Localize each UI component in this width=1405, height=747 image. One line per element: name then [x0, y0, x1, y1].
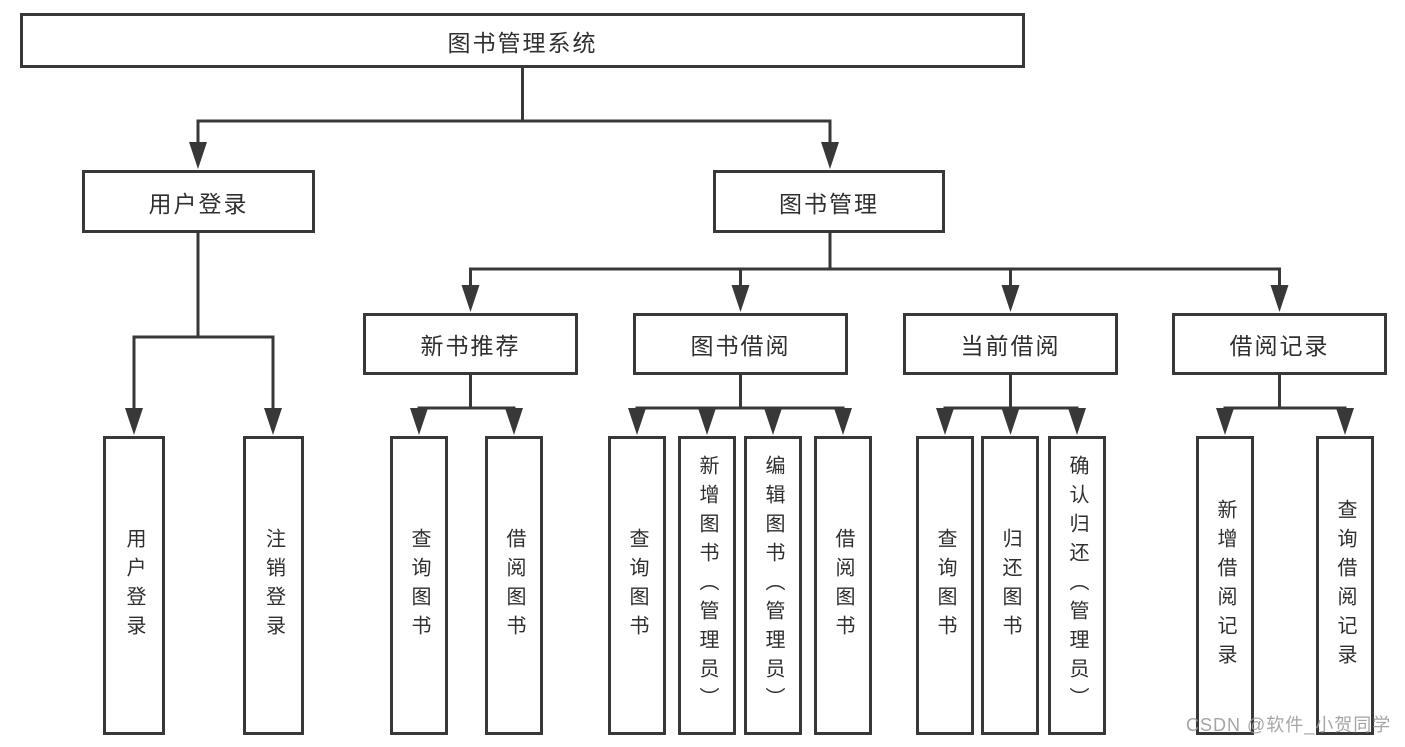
leaf-user-login: 用户登录	[103, 436, 165, 735]
leaf-query-borrow-record: 查询借阅记录	[1316, 436, 1374, 735]
leaf-query-books-recommend-label: 查询图书	[408, 527, 430, 644]
leaf-user-login-label: 用户登录	[123, 527, 145, 644]
leaf-query-borrow-record-label: 查询借阅记录	[1334, 498, 1356, 673]
leaf-query-books-borrow: 查询图书	[608, 436, 666, 735]
leaf-query-books-borrow-label: 查询图书	[626, 527, 648, 644]
book-borrow-label: 图书借阅	[690, 333, 791, 359]
user-login-node-label: 用户登录	[148, 190, 249, 217]
leaf-logout-login: 注销登录	[243, 436, 304, 735]
leaf-query-books-current: 查询图书	[916, 436, 974, 735]
current-borrow-node: 当前借阅	[903, 313, 1118, 375]
leaf-add-book-admin: 新增图书（管理员）	[678, 436, 736, 735]
root-node-label: 图书管理系统	[447, 29, 598, 56]
leaf-return-book-label: 归还图书	[999, 527, 1021, 644]
new-book-recommend-node: 新书推荐	[363, 313, 578, 375]
leaf-borrow-books-recommend: 借阅图书	[485, 436, 543, 735]
leaf-return-book: 归还图书	[981, 436, 1039, 735]
root-node: 图书管理系统	[20, 13, 1025, 68]
book-borrow-node: 图书借阅	[633, 313, 848, 375]
borrow-record-node: 借阅记录	[1172, 313, 1387, 375]
leaf-borrow-books-label: 借阅图书	[832, 527, 854, 644]
current-borrow-label: 当前借阅	[960, 333, 1061, 359]
book-management-node-label: 图书管理	[779, 190, 879, 217]
leaf-edit-book-admin-label: 编辑图书（管理员）	[762, 455, 784, 716]
arrowheads	[125, 142, 1354, 435]
user-login-node: 用户登录	[82, 170, 315, 233]
leaf-borrow-books: 借阅图书	[814, 436, 872, 735]
leaf-confirm-return-admin-label: 确认归还（管理员）	[1066, 455, 1088, 716]
borrow-record-label: 借阅记录	[1229, 333, 1330, 359]
new-book-recommend-label: 新书推荐	[420, 333, 521, 359]
leaf-add-borrow-record-label: 新增借阅记录	[1214, 498, 1236, 673]
leaf-query-books-current-label: 查询图书	[934, 527, 956, 644]
leaf-borrow-books-recommend-label: 借阅图书	[503, 527, 525, 644]
leaf-logout-login-label: 注销登录	[262, 527, 285, 644]
leaf-edit-book-admin: 编辑图书（管理员）	[744, 436, 802, 735]
leaf-query-books-recommend: 查询图书	[390, 436, 448, 735]
book-management-node: 图书管理	[713, 170, 945, 233]
leaf-confirm-return-admin: 确认归还（管理员）	[1048, 436, 1106, 735]
watermark-text: CSDN @软件_小贺同学	[1186, 715, 1392, 735]
leaf-add-borrow-record: 新增借阅记录	[1196, 436, 1254, 735]
leaf-add-book-admin-label: 新增图书（管理员）	[696, 455, 718, 716]
